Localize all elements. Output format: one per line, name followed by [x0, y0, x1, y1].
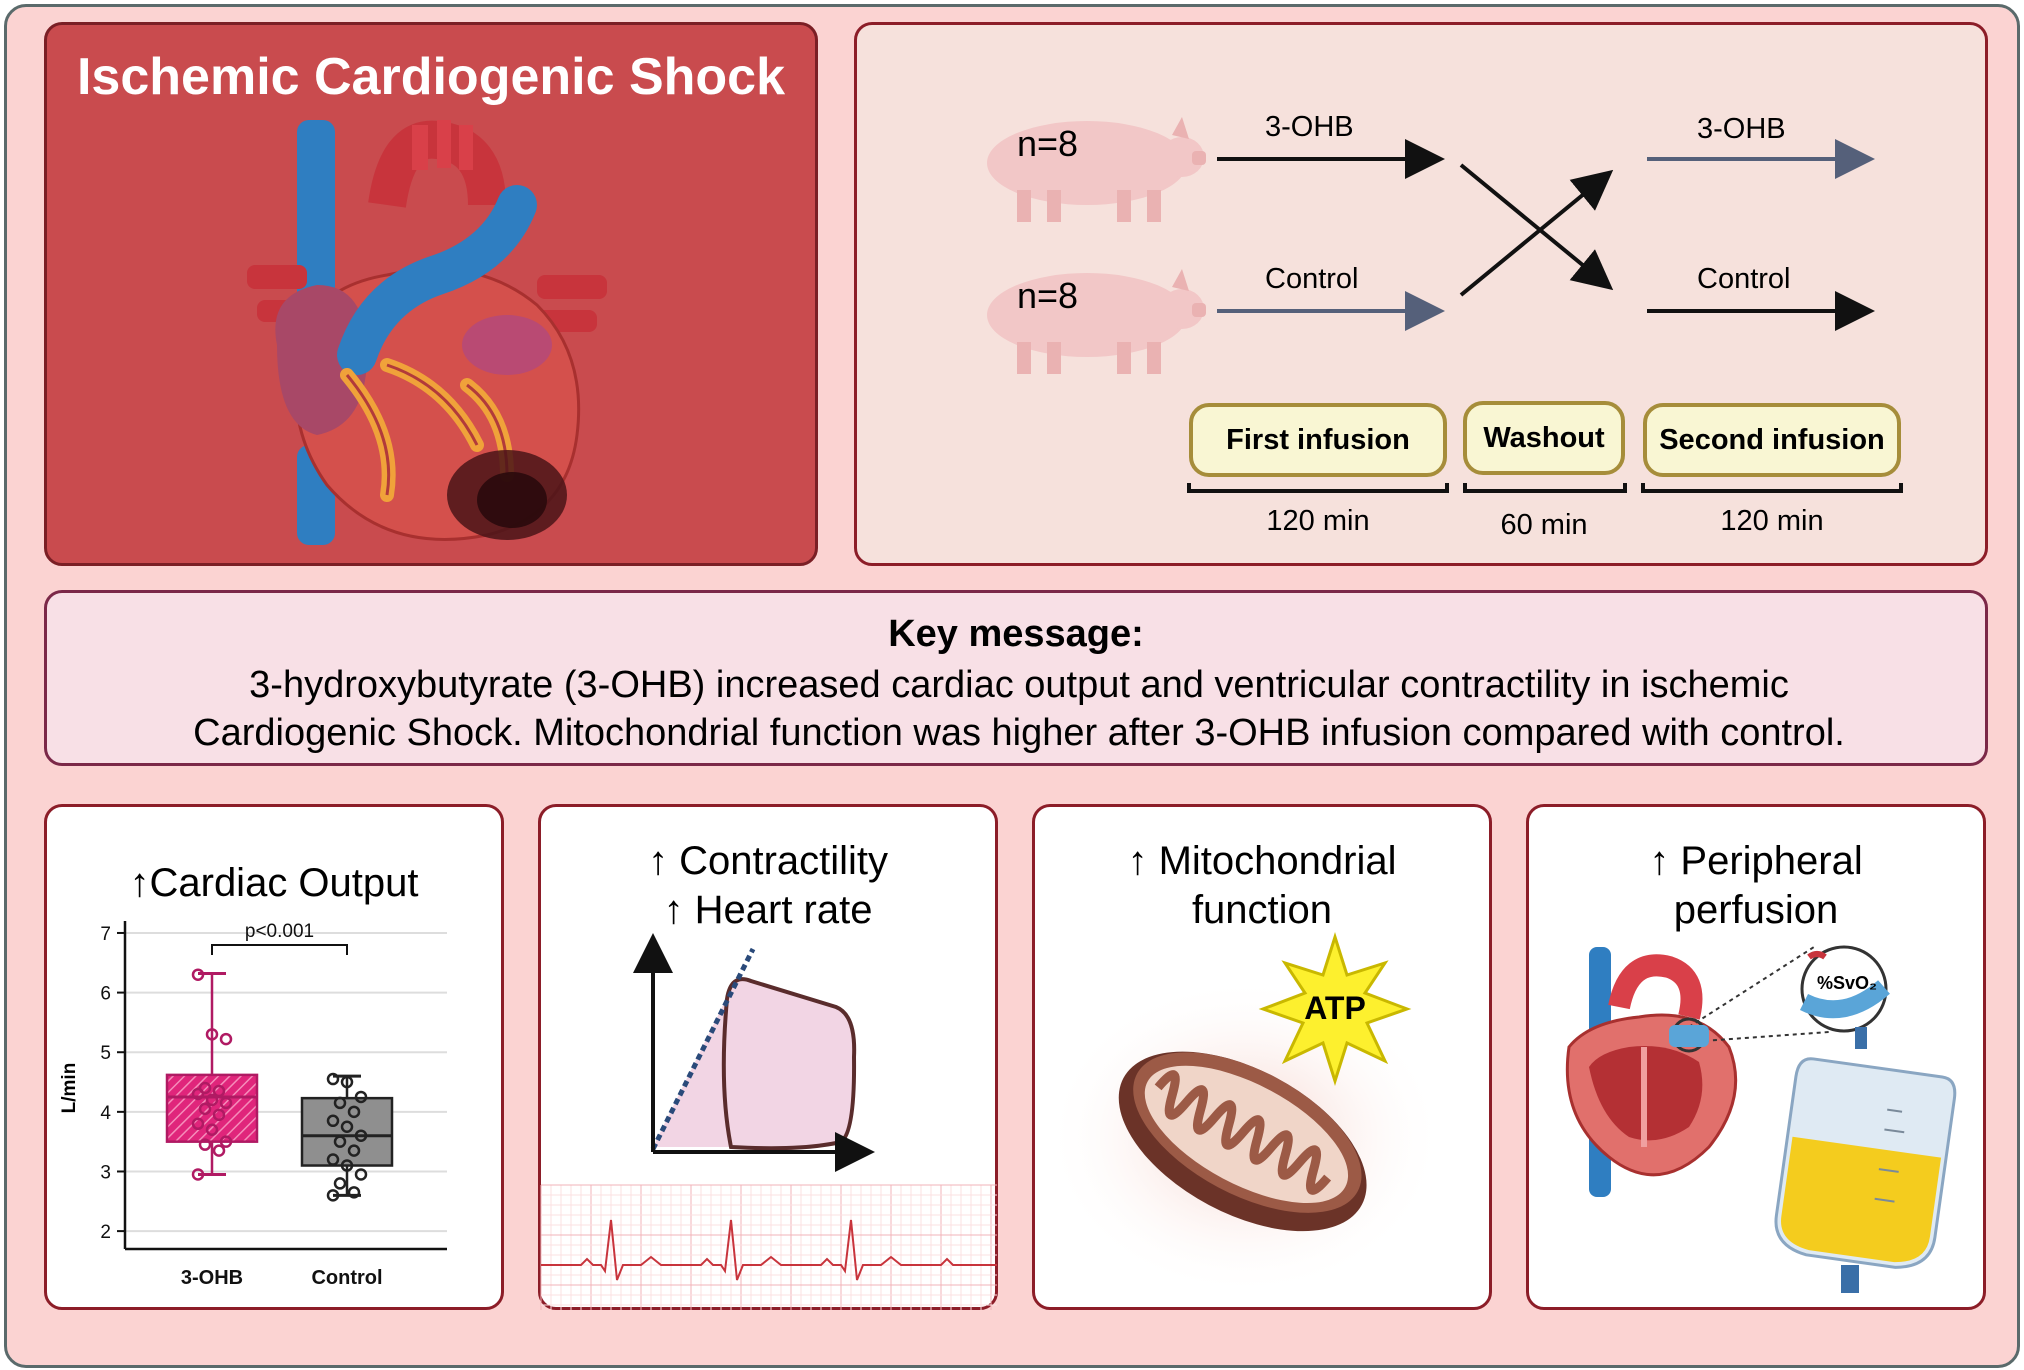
key-message-panel: Key message: 3-hydroxybutyrate (3-OHB) i… [44, 590, 1988, 766]
phase-first-infusion: First infusion [1189, 403, 1447, 477]
significance-bracket [211, 944, 348, 955]
data-point [333, 1096, 347, 1110]
y-tick-label: 6 [100, 984, 111, 1005]
mitochondrion-icon: ATP [1045, 932, 1445, 1297]
data-point [191, 1117, 205, 1131]
second-treatment-label: Control [1697, 263, 1791, 295]
y-tick-label: 2 [100, 1222, 111, 1243]
data-point [347, 1144, 361, 1157]
mitochondrial-card: ↑ Mitochondrial function ATP [1032, 804, 1492, 1310]
data-point [219, 1135, 233, 1148]
data-point [340, 1159, 354, 1172]
data-point [340, 1075, 354, 1089]
x-tick-label: 3-OHB [181, 1267, 243, 1289]
data-point [198, 1081, 212, 1095]
data-point [347, 1105, 361, 1119]
ecg-strip [540, 1184, 997, 1310]
key-message-line: Cardiogenic Shock. Mitochondrial functio… [193, 712, 1845, 754]
key-message-body: 3-hydroxybutyrate (3-OHB) increased card… [87, 661, 1951, 757]
pig-icon [987, 117, 1206, 222]
data-point [326, 1153, 340, 1166]
phase-washout: Washout [1463, 401, 1625, 475]
data-point [191, 1087, 205, 1101]
key-message-title: Key message: [888, 613, 1144, 655]
data-point [205, 1093, 219, 1107]
first-treatment-label: 3-OHB [1265, 111, 1354, 143]
phase-duration: 60 min [1500, 509, 1588, 541]
data-point [333, 1135, 347, 1148]
peripheral-perfusion-card: ↑ Peripheral perfusion %SvO₂ [1526, 804, 1986, 1310]
y-axis-label: L/min [59, 1063, 80, 1114]
data-point [198, 1138, 212, 1151]
data-point [191, 968, 205, 981]
pig-icon [987, 269, 1206, 374]
figure-title: Ischemic Cardiogenic Shock [76, 48, 786, 106]
heart-cross-section-icon [1565, 947, 1738, 1197]
data-point [326, 1189, 340, 1202]
svo2-magnifier: %SvO₂ [1669, 945, 1890, 1053]
study-design-panel: n=8 n=8 3-OHB Control 3-OHB Control Firs… [854, 22, 1988, 566]
second-treatment-label: 3-OHB [1697, 113, 1786, 145]
data-point [354, 1129, 368, 1142]
card-title-line: ↑ Mitochondrial [1127, 839, 1397, 883]
data-point [198, 1102, 212, 1116]
group-size-label: n=8 [1017, 123, 1079, 164]
group-size-label: n=8 [1017, 275, 1079, 316]
data-point [212, 1108, 226, 1122]
atp-label: ATP [1304, 990, 1366, 1026]
phase-duration: 120 min [1720, 505, 1824, 537]
key-message-line: 3-hydroxybutyrate (3-OHB) increased card… [249, 664, 1789, 706]
card-title-line: perfusion [1673, 888, 1839, 932]
title-panel: Ischemic Cardiogenic Shock [44, 22, 818, 566]
first-treatment-label: Control [1265, 263, 1359, 295]
data-point [212, 1144, 226, 1157]
data-point [347, 1186, 361, 1199]
crossover-arrows [1187, 139, 1903, 493]
data-point [340, 1120, 354, 1134]
data-point [326, 1114, 340, 1128]
contractility-card: ↑ Contractility ↑ Heart rate [538, 804, 998, 1310]
data-point [205, 1123, 219, 1136]
card-title-line: ↑ Peripheral [1649, 839, 1863, 883]
svo2-label: %SvO₂ [1817, 973, 1877, 993]
card-title-line: ↑ Contractility [647, 839, 889, 883]
data-point [333, 1177, 347, 1190]
infusion-bag-icon [1774, 1027, 1957, 1293]
data-point [326, 1072, 340, 1086]
data-point [354, 1090, 368, 1104]
x-tick-label: Control [311, 1267, 382, 1289]
card-title-line: function [1191, 888, 1333, 932]
y-tick-label: 3 [100, 1162, 111, 1183]
card-title-line: ↑ Heart rate [663, 888, 873, 932]
data-point [354, 1168, 368, 1181]
box [165, 1073, 259, 1143]
card-title: ↑Cardiac Output [129, 861, 419, 905]
y-tick-label: 5 [100, 1043, 111, 1064]
pv-loop-diagram [633, 933, 875, 1172]
data-point [219, 1032, 233, 1046]
phase-duration: 120 min [1266, 505, 1370, 537]
p-value-label: p<0.001 [245, 921, 314, 942]
phase-second-infusion: Second infusion [1643, 403, 1901, 477]
data-point [219, 1096, 233, 1110]
y-tick-label: 4 [100, 1103, 111, 1124]
data-point [191, 1168, 205, 1181]
data-point [212, 1084, 226, 1098]
cardiac-output-boxplot: 2 3 4 5 6 7L/min 3-OHB Control p<0.001 [59, 921, 447, 1289]
heart-illustration [247, 120, 607, 545]
y-tick-label: 7 [100, 924, 111, 945]
data-point [205, 1028, 219, 1041]
